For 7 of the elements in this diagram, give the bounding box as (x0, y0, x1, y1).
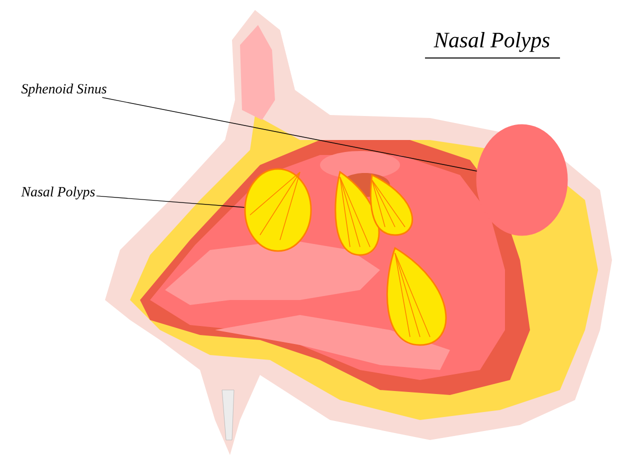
label-text: Nasal Polyps (21, 186, 95, 200)
polyp (244, 168, 312, 252)
title: Nasal Polyps (424, 32, 560, 58)
leader-line (96, 196, 245, 208)
label-text: Sphenoid Sinus (21, 84, 106, 96)
leader-line (102, 97, 478, 172)
sphenoid-sinus (476, 124, 568, 236)
